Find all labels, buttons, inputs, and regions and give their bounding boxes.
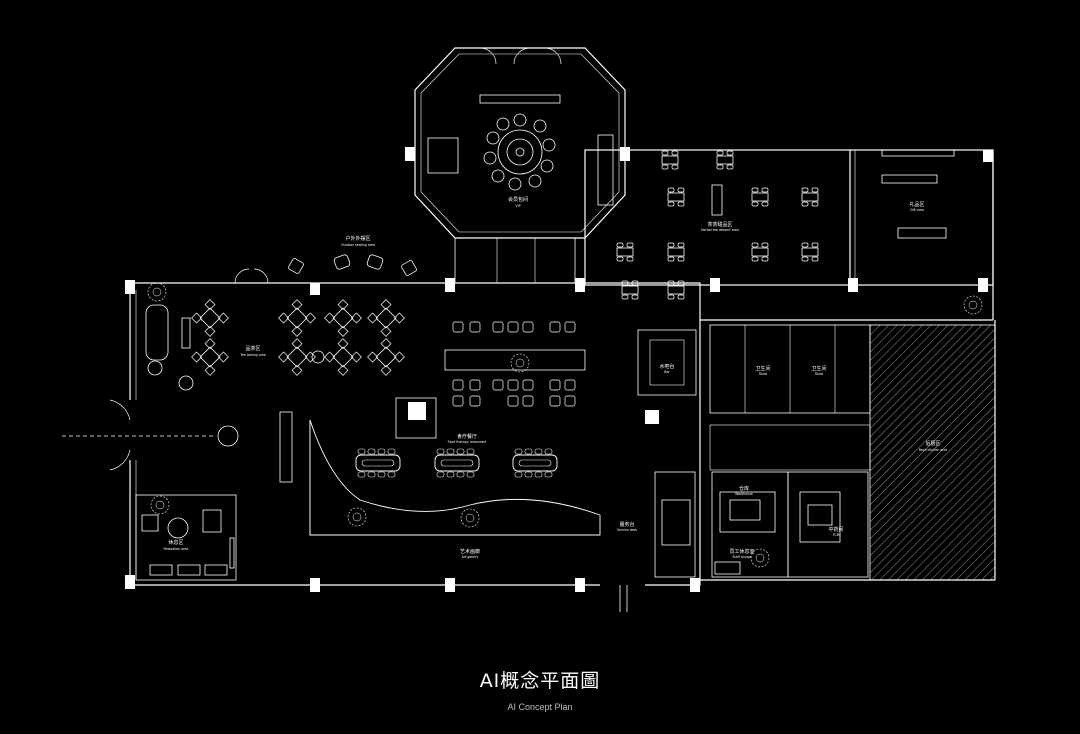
label-bar-en: Bar (664, 370, 670, 374)
back-kitchen-hatch (869, 324, 996, 581)
vip-room-inner-wall (420, 53, 620, 233)
label-vip-en: VIP (515, 204, 520, 208)
label-clinic-en: TCM (832, 533, 840, 537)
label-tasting-en: Tea tasting area (239, 353, 266, 357)
tasting-tables (191, 299, 405, 376)
label-relax-en: Relaxation area (164, 547, 189, 551)
vip-room-wall (414, 47, 626, 239)
label-restaurant-en: Food therapy restaurant (448, 440, 487, 444)
plan-subtitle: AI Concept Plan (507, 702, 573, 712)
service-desk (654, 471, 696, 578)
clinic-room (787, 471, 869, 578)
warehouse-room (711, 471, 789, 578)
label-warehouse: 仓库 (739, 485, 749, 492)
label-toilet2: 卫生间 (811, 365, 826, 372)
label-service: 服务台 (619, 521, 634, 528)
dessert-area-wall (584, 149, 994, 286)
columns (125, 147, 993, 592)
gallery-wave-wall (309, 419, 601, 536)
label-relax: 休息区 (168, 539, 183, 546)
label-kitchen: 后厨区 (925, 440, 940, 447)
label-outdoor: 户外外摆区 (345, 235, 370, 242)
label-service-en: Service desk (617, 528, 637, 532)
relax-area (135, 494, 237, 581)
label-gift-en: Gift area (910, 208, 924, 212)
water-bar (637, 329, 697, 396)
label-gallery: 艺术画廊 (460, 548, 480, 555)
label-toilet1: 卫生间 (755, 365, 770, 372)
label-kitchen-en: Back kitchen area (919, 448, 948, 452)
label-toilet1-en: Toilet (758, 372, 768, 376)
vip-corridor (454, 237, 576, 284)
label-bar: 水吧台 (659, 363, 674, 370)
restaurant-tables (355, 448, 558, 478)
label-toilet2-en: Toilet (814, 372, 824, 376)
label-clinic: 中药间 (828, 526, 843, 533)
label-warehouse-en: Warehouse (735, 492, 753, 496)
plan-title: AI概念平面圖 (479, 670, 601, 692)
label-restaurant: 食疗餐厅 (457, 433, 477, 440)
label-vip: 会员包间 (508, 196, 528, 203)
bar-counter (444, 349, 586, 371)
label-staff-en: Staff lounge (732, 555, 751, 559)
label-outdoor-en: Outdoor seating area (341, 243, 375, 247)
label-dessert-en: Herbal tea dessert area (701, 228, 739, 232)
label-tasting: 品茶区 (245, 345, 260, 352)
label-dessert: 茶茶甜品区 (707, 221, 732, 228)
label-gallery-en: Art gallery (462, 555, 479, 559)
label-staff: 员工休息室 (729, 548, 754, 555)
label-gift: 礼品区 (909, 201, 924, 208)
